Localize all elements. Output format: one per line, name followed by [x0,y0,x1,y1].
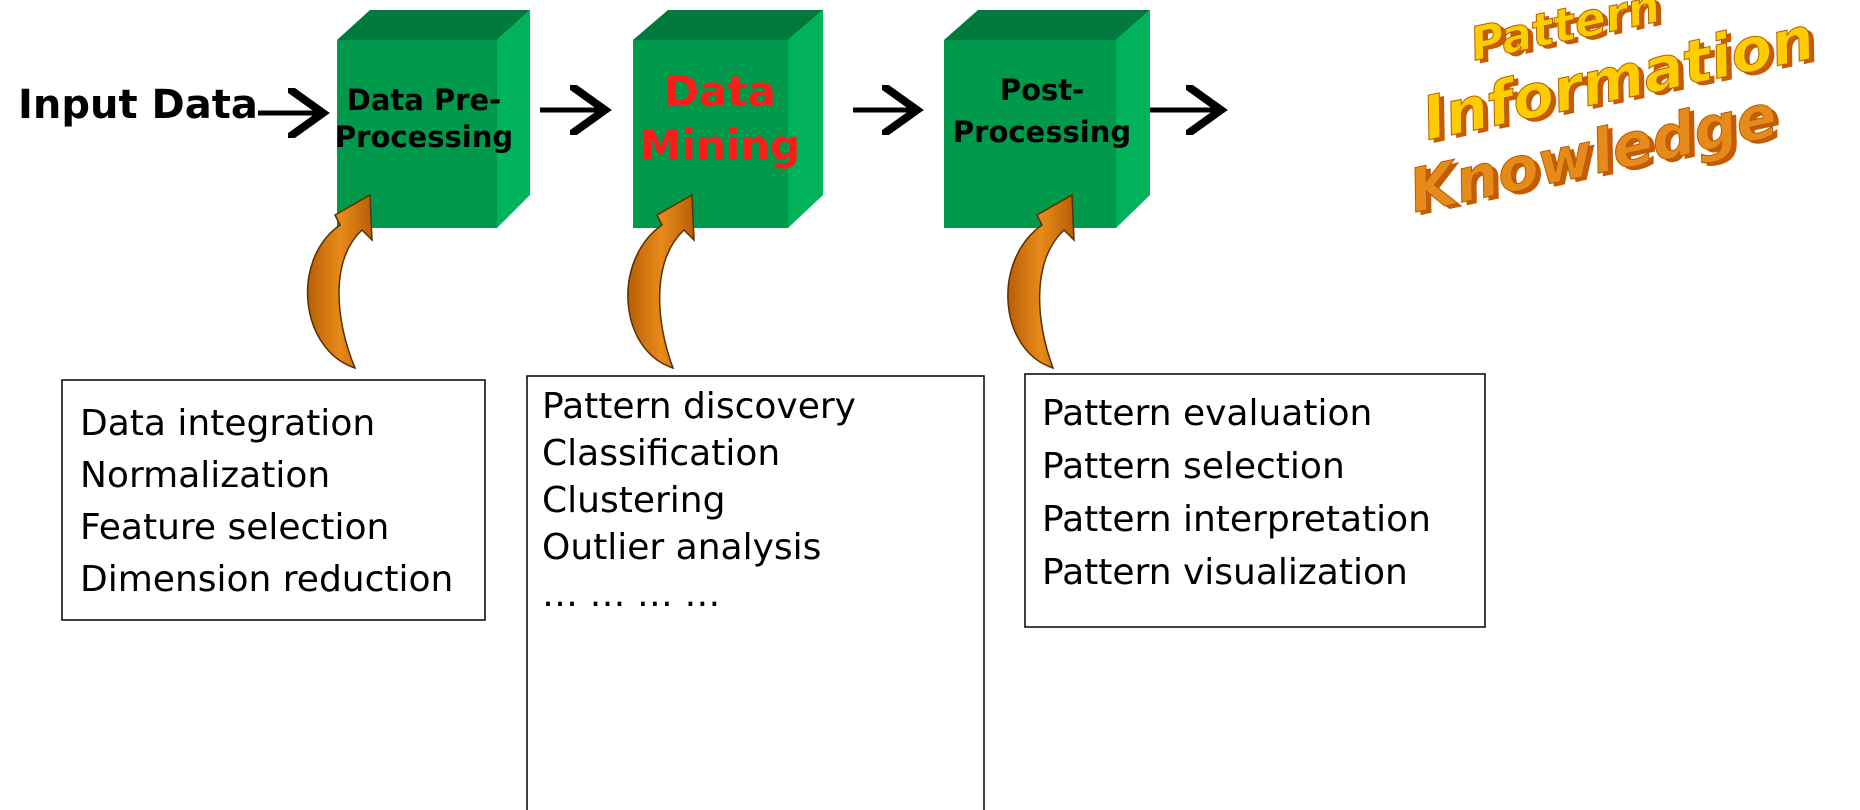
mining-box-border [526,375,985,810]
curved-arrow-icon [1007,193,1075,370]
list-item: Feature selection [80,507,389,548]
cube-front-face [633,40,788,228]
cube-front-face [944,40,1116,228]
list-item: Pattern interpretation [1042,499,1431,540]
cube-front-face [337,40,497,228]
cube-top-face [633,10,823,40]
cube-top-face [944,10,1150,40]
preprocessing-label-line1: Data Pre- [347,83,501,117]
postprocessing-cube: Post- Processing [944,10,1150,228]
preprocessing-box: Data integration Normalization Feature s… [61,379,486,621]
list-item: Pattern selection [1042,446,1345,487]
curved-arrow-preprocessing [306,193,373,370]
curved-arrow-icon [627,193,695,370]
list-item: Pattern visualization [1042,552,1408,593]
postprocessing-box-border [1024,373,1486,628]
mining-label-line2: Mining [640,121,800,170]
postprocessing-box: Pattern evaluation Pattern selection Pat… [1024,373,1486,628]
list-item: Pattern discovery [542,386,856,427]
list-item: Clustering [542,480,725,521]
curved-arrow-icon [306,193,373,370]
list-item: Outlier analysis [542,527,821,568]
cube-side-face [497,10,530,228]
flow-arrows [258,110,1216,113]
postprocessing-label-line2: Processing [953,115,1131,149]
list-item: Data integration [80,403,375,444]
cube-side-face [788,10,823,228]
mining-cube: Data Mining [633,10,823,228]
mining-box: Pattern discovery Classification Cluster… [526,375,985,810]
list-item: … … … … [542,574,720,615]
list-item: Normalization [80,455,330,496]
list-item: Classification [542,433,780,474]
list-item: Pattern evaluation [1042,393,1372,434]
postprocessing-label-line1: Post- [1000,73,1084,107]
input-data-label: Input Data [18,82,258,128]
list-item: Dimension reduction [80,559,453,600]
cube-top-face [337,10,530,40]
mining-label-line1: Data [664,67,776,116]
curved-arrow-postprocessing [1007,193,1075,370]
cube-side-face [1116,10,1150,228]
output-wordart: Pattern Pattern Information Information … [1403,0,1826,230]
preprocessing-label-line2: Processing [335,120,513,154]
curved-arrow-mining [627,193,695,370]
preprocessing-cube: Data Pre- Processing [335,10,530,228]
preprocessing-box-border [61,379,486,621]
